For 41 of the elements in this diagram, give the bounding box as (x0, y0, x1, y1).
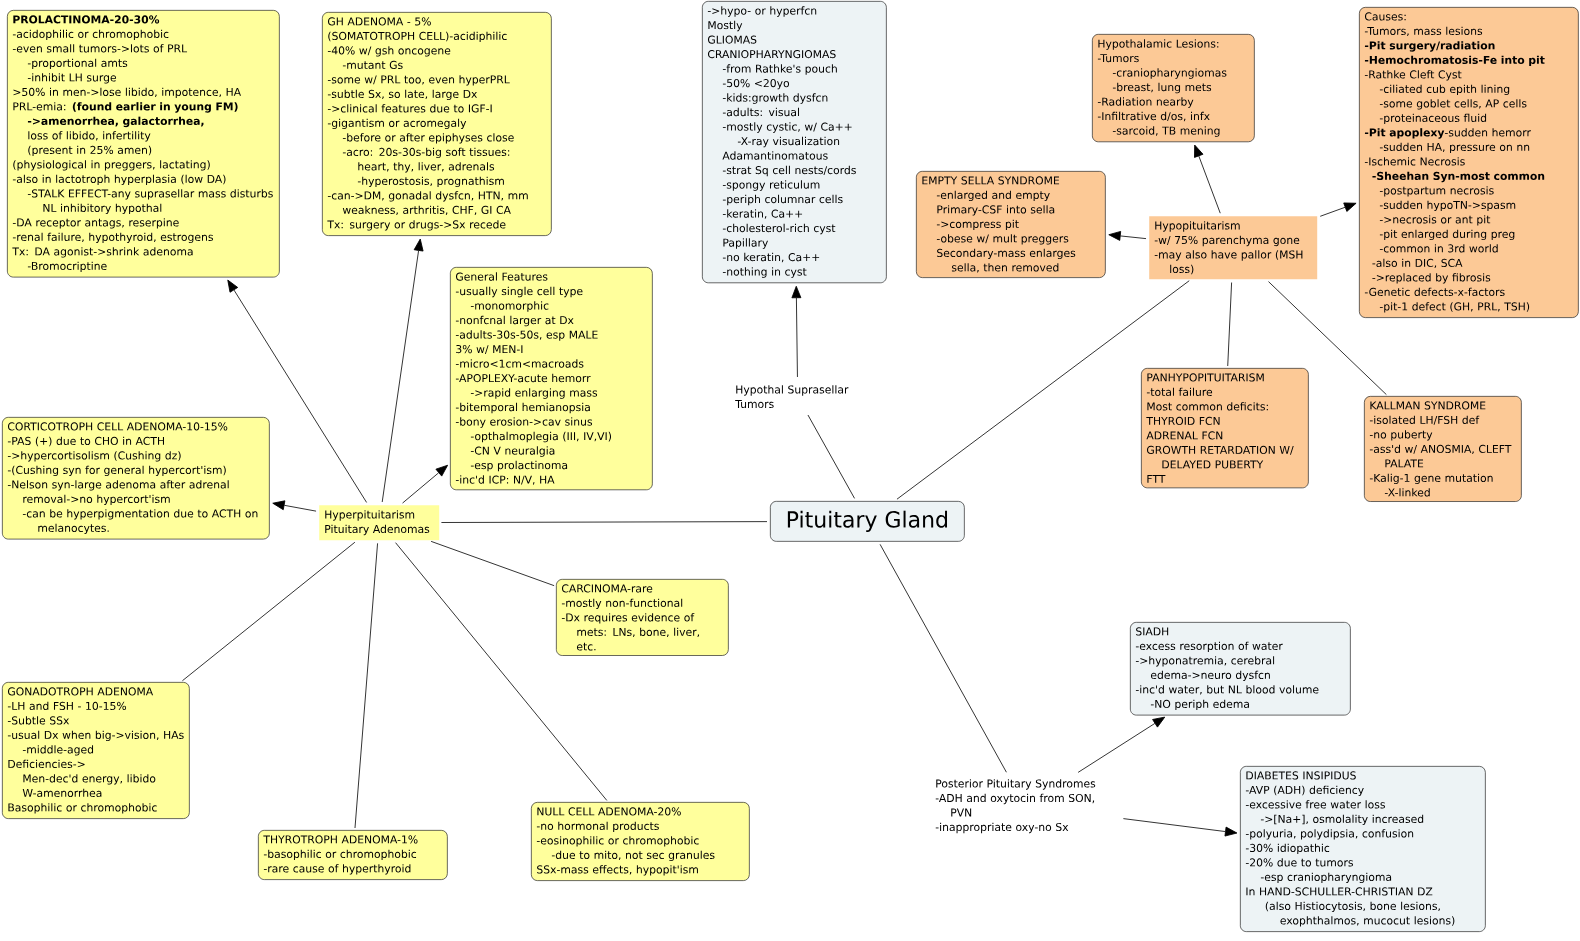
central-topic-box: Pituitary Gland (770, 501, 965, 542)
connector-line (354, 542, 378, 829)
topic-label: Hypopituitarism -w/ 75% parenchyma gone -may also have pallor (MSH loss) (1149, 216, 1318, 280)
arrow (381, 238, 424, 503)
concept-box: CARCINOMA-rare -mostly non-functional -Dx requires evidence of mets: LNs, bone, liver, etc. (556, 579, 729, 656)
arrow (227, 279, 367, 503)
concept-box: EMPTY SELLA SYNDROME -enlarged and empty Primary-CSF into sella ->compress pit -obese w/ mult preggers Secondary-mass enlarges sella, then removed (916, 171, 1106, 278)
arrow (1123, 818, 1238, 837)
arrow (1194, 144, 1221, 214)
arrow (272, 500, 317, 512)
concept-box: NULL CELL ADENOMA-20% -no hormonal products -eosinophilic or chromophobic -due to mito, not sec granules SSx-mass effects, hypopit'ism (531, 802, 750, 881)
concept-box: DIABETES INSIPIDUS -AVP (ADH) deficiency -excessive free water loss ->[Na+], osmolality increased -polyuria, polydipsia, confusion -30% idiopathic -20% due to tumors -esp craniopharyngioma In HAND-SCHULLER-CHRISTIAN DZ (also Histiocytosis, bone lesions, exophthalmos, mucocut lesions) (1240, 766, 1486, 932)
concept-box: CORTICOTROPH CELL ADENOMA-10-15% -PAS (+) due to CHO in ACTH ->hypercortisolism (Cushing dz) -(Cushing syn for general hypercort'ism) -Nelson syn-large adenoma after adrenal removal->no hypercort'ism -can be hyperpigmentation due to ACTH on melanocytes. (2, 417, 270, 540)
connector-line (430, 540, 555, 587)
concept-box: GH ADENOMA - 5% (SOMATOTROPH CELL)-acidiphilic -40% w/ gsh oncogene -mutant Gs -some w/ PRL too, even hyperPRL -subtle Sx, so late, large Dx ->clinical features due to IGF-I -gigantism or acromegaly -before or after epiphyses close -acro: 20s-30s-big soft tissues: heart, thy, liver, adrenals -hyperostosis, prognathism -can->DM, gonadal dysfcn, HTN, mm weakness, arthritis, CHF, GI CA Tx: surgery or drugs->Sx recede (322, 12, 552, 236)
topic-label: Hyperpituitarism Pituitary Adenomas (319, 505, 440, 541)
arrow (402, 464, 448, 504)
connector-line (1268, 281, 1387, 395)
arrow (1108, 231, 1147, 241)
connector-line (896, 280, 1190, 500)
concept-box: GONADOTROPH ADENOMA -LH and FSH - 10-15% -Subtle SSx -usual Dx when big->vision, HAs -middle-aged Deficiencies-> Men-dec'd energy, libido W-amenorrhea Basophilic or chromophobic (2, 682, 190, 819)
concept-box: Causes: -Tumors, mass lesions -Pit surgery/radiation -Hemochromatosis-Fe into pit -Rathke Cleft Cyst -ciliated cub epith lining -some goblet cells, AP cells -proteinaceous fluid -Pit apoplexy-sudden hemorr -sudden HA, pressure on nn -Ischemic Necrosis -Sheehan Syn-most common -postpartum necrosis -sudden hypoTN->spasm ->necrosis or ant pit -pit enlarged during preg -common in 3rd world -also in DIC, SCA ->replaced by fibrosis -Genetic defects-x-factors -pit-1 defect (GH, PRL, TSH) (1359, 7, 1579, 318)
arrow (791, 285, 802, 378)
connector-line (441, 521, 768, 523)
concept-box: Hypothalamic Lesions: -Tumors -craniopharyngiomas -breast, lung mets -Radiation nearby -Infiltrative d/os, infx -sarcoid, TB mening (1092, 34, 1255, 143)
concept-box: PANHYPOPITUITARISM -total failure Most common deficits: THYROID FCN ADRENAL FCN GROWTH RETARDATION W/ DELAYED PUBERTY FTT (1141, 368, 1309, 489)
arrow (1319, 202, 1357, 217)
topic-label: Posterior Pituitary Syndromes -ADH and oxytocin from SON, PVN -inappropriate oxy-no Sx (935, 779, 1096, 834)
concept-box: SIADH -excess resorption of water ->hyponatremia, cerebral edema->neuro dysfcn -inc'd water, but NL blood volume -NO periph edema (1130, 622, 1351, 716)
arrow (1077, 716, 1166, 773)
concept-box: PROLACTINOMA-20-30% -acidophilic or chromophobic -even small tumors->lots of PRL -proportional amts -inhibit LH surge >50% in men->lose libido, impotence, HA PRL-emia: (found earlier in young FM) ->amenorrhea, galactorrhea, loss of libido, infertility (present in 25% amen) (physiological in preggers, lactating) -also in lactotroph hyperplasia (low DA) -STALK EFFECT-any suprasellar mass disturbs NL inhibitory hypothal -DA receptor antags, reserpine -renal failure, hypothyroid, estrogens Tx: DA agonist->shrink adenoma -Bromocriptine (7, 10, 280, 278)
connector-line (1227, 282, 1232, 367)
concept-box: THYROTROPH ADENOMA-1% -basophilic or chromophobic -rare cause of hyperthyroid (258, 830, 448, 880)
topic-label: Hypothal Suprasellar Tumors (735, 385, 849, 409)
connector-line (807, 414, 855, 499)
connector-line (879, 543, 1007, 773)
connector-line (395, 542, 608, 801)
concept-box: KALLMAN SYNDROME -isolated LH/FSH def -no puberty -ass'd w/ ANOSMIA, CLEFT PALATE -Kalig-1 gene mutation -X-linked (1364, 396, 1522, 502)
connector-line (182, 541, 356, 682)
concept-box: ->hypo- or hyperfcn Mostly GLIOMAS CRANIOPHARYNGIOMAS -from Rathke's pouch -50% <20yo -kids:growth dysfcn -adults: visual -mostly cystic, w/ Ca++ -X-ray visualization Adamantinomatous -strat Sq cell nests/cords -spongy reticulum -periph columnar cells -keratin, Ca++ -cholesterol-rich cyst Papillary -no keratin, Ca++ -nothing in cyst (702, 1, 887, 284)
concept-box: General Features -usually single cell type -monomorphic -nonfcnal larger at Dx -adults-30s-50s, esp MALE 3% w/ MEN-I -micro<1cm<macroads -APOPLEXY-acute hemorr ->rapid enlarging mass -bitemporal hemianopsia -bony erosion->cav sinus -opthalmoplegia (III, IV,VI) -CN V neuralgia -esp prolactinoma -inc'd ICP: N/V, HA (450, 267, 653, 491)
